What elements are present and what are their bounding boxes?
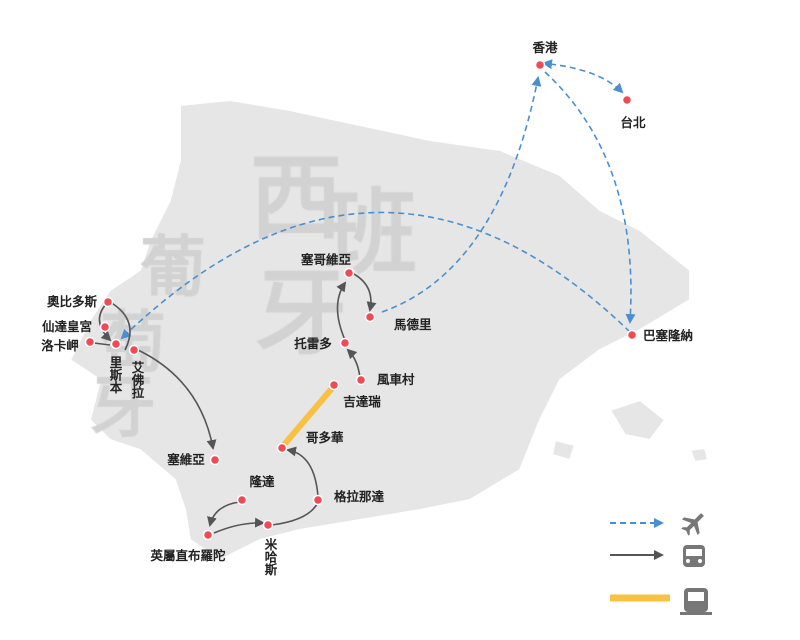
city-marker-cordoba: [276, 442, 288, 454]
train-icon: [680, 588, 712, 615]
legend: [610, 513, 712, 615]
city-marker-seville: [209, 454, 221, 466]
city-label-windmill: 風車村: [377, 372, 415, 387]
city-marker-hongkong: [534, 59, 546, 71]
city-label-granada: 格拉那達: [334, 489, 385, 504]
city-markers: [84, 59, 638, 541]
city-label-lisbon: 里斯本: [108, 355, 123, 394]
city-marker-evora: [128, 344, 140, 356]
city-label-madrid: 馬德里: [394, 317, 432, 332]
city-label-evora: 艾佛拉: [130, 360, 145, 399]
city-marker-granada: [312, 494, 324, 506]
city-label-taipei: 台北: [620, 115, 646, 130]
city-marker-gibraltar: [202, 529, 214, 541]
flight-hongkong-taipei: [542, 59, 624, 94]
city-marker-windmill: [355, 374, 367, 386]
city-label-toledo: 托雷多: [294, 336, 332, 351]
city-label-gibraltar: 英屬直布羅陀: [150, 548, 226, 563]
city-marker-consuegra: [328, 379, 340, 391]
bus-icon: [683, 545, 705, 567]
flight-routes: [120, 59, 636, 340]
city-marker-mijas: [262, 519, 274, 531]
city-marker-ronda: [236, 494, 248, 506]
train-route-cordoba-consuegra: [280, 384, 337, 448]
city-label-cabo-roca: 洛卡岬: [41, 338, 79, 353]
city-marker-madrid: [364, 311, 376, 323]
flight-barcelona-lisbon: [120, 211, 631, 340]
flight-hongkong-barcelona: [544, 71, 636, 324]
city-label-mijas: 米哈斯: [263, 537, 278, 576]
flight-madrid-hongkong: [381, 76, 542, 313]
city-marker-sintra: [99, 321, 111, 333]
city-label-consuegra: 吉達瑞: [343, 394, 381, 409]
city-marker-toledo: [339, 337, 351, 349]
city-label-sintra: 仙達皇宮: [42, 319, 92, 334]
city-label-seville: 塞維亞: [167, 452, 205, 467]
city-label-obidos: 奧比多斯: [47, 294, 98, 309]
city-marker-lisbon: [110, 338, 122, 350]
city-label-hongkong: 香港: [531, 40, 558, 55]
city-marker-obidos: [102, 296, 114, 308]
city-marker-taipei: [621, 94, 633, 106]
city-marker-barcelona: [626, 329, 638, 341]
city-labels: 香港 台北 巴塞隆納 塞哥維亞 馬德里 托雷多 風車村 吉達瑞 哥多華 格拉那達…: [41, 40, 693, 576]
airplane-icon: [681, 513, 704, 536]
city-marker-segovia: [343, 267, 355, 279]
city-label-segovia: 塞哥維亞: [301, 252, 352, 267]
city-label-barcelona: 巴塞隆納: [643, 328, 693, 343]
city-label-ronda: 隆達: [249, 474, 275, 489]
city-marker-cabo-roca: [84, 336, 96, 348]
bus-routes: [93, 272, 377, 534]
city-label-cordoba: 哥多華: [306, 430, 344, 445]
